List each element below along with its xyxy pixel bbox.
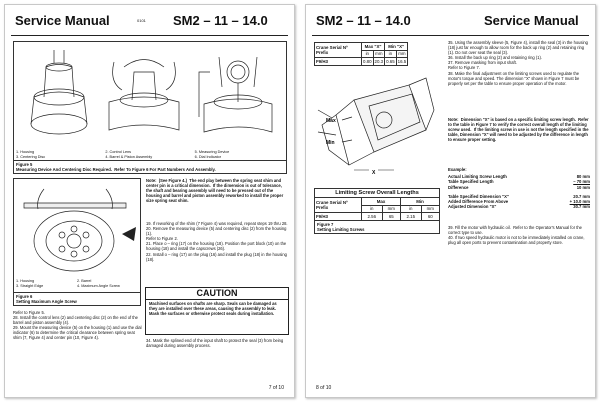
example-row: Difference 10 mm	[448, 185, 590, 190]
dim-table-unit: mm	[372, 49, 386, 59]
dimension-x-note: Note: Dimension "X" is based on a specif…	[448, 117, 590, 143]
left-steps-19-22: 19. If reworking of the shim (7 Figure 4…	[146, 221, 288, 262]
figure-6-legend: 1. Housing 2. Barrel 3. Straight Edge 4.…	[16, 279, 138, 288]
example-label: Added Difference From Above	[448, 199, 509, 205]
right-page-model: SM2 – 11 – 14.0	[316, 13, 411, 28]
example-heading: Example:	[448, 167, 467, 172]
limit-table-unit: in	[361, 204, 383, 214]
example-row: Table Specified Dimension "X" 20.7 mm	[448, 194, 590, 199]
left-header-rule	[11, 35, 288, 36]
right-steps-35-38: 35. Using the assembly sleeve (5, Figure…	[448, 40, 588, 86]
limit-table-group: Min	[399, 197, 441, 206]
x-dimension-label: X	[372, 170, 376, 176]
figure-7-caption: Figure 7 Setting Limiting Screws	[314, 220, 440, 234]
left-doc-code: 0101	[137, 18, 146, 23]
dim-table-corner: Crane Serial Nº Prefix	[314, 41, 362, 59]
figure-6-caption: Figure 6 Setting Maximum Angle Screw	[14, 292, 140, 305]
limit-table-corner: Crane Serial Nº Prefix	[314, 196, 362, 214]
example-label: Difference	[448, 184, 469, 190]
left-page-model: SM2 – 11 – 14.0	[173, 13, 268, 28]
figure-7-illustration: Max Min X	[317, 77, 435, 176]
example-label: Table Specified Dimension "X"	[448, 193, 509, 199]
dim-table-group: Max "X"	[360, 42, 386, 51]
fig6-legend-item: 4. Maximum Angle Screw	[77, 283, 120, 288]
example-value: + 10.0 mm	[569, 199, 590, 205]
example-row: Table Specified Length – 70 mm	[448, 179, 590, 184]
example-label: Table Specified Length	[448, 179, 494, 185]
caution-heading: CAUTION	[146, 288, 288, 300]
left-steps-28-29: Refer to Figure 5. 28. Install the contr…	[13, 310, 142, 341]
dim-table-unit: in	[384, 49, 397, 59]
figure-6-illustration	[23, 188, 136, 272]
fig5-legend-item: 1. Housing	[16, 150, 35, 154]
limit-table-cell: 60	[420, 212, 441, 221]
fig5-legend-item: 5. Measuring Device	[194, 150, 230, 154]
caution-body: Machined surfaces on shafts are sharp. S…	[149, 301, 278, 317]
critical-dimension-note: Note: (See Figure 4.) The end play betwe…	[146, 178, 285, 204]
fig5-legend-item: 6. Dial Indicator	[194, 154, 222, 159]
limit-table-heading: Limiting Screw Overall Lengths	[314, 188, 440, 197]
caution-box: CAUTION Machined surfaces on shafts are …	[145, 287, 289, 335]
dim-table-unit: mm	[395, 49, 409, 59]
right-page-number: 8 of 10	[316, 385, 332, 391]
dim-table-group: Min "X"	[384, 42, 409, 51]
left-page-number: 7 of 10	[268, 385, 284, 391]
dim-table-cell: 0.80	[361, 57, 374, 66]
fig5-legend-item: 2. Control Lens	[105, 150, 132, 154]
figure-5-legend: 1. Housing 2. Control Lens 5. Measuring …	[16, 150, 284, 159]
fig6-legend-item: 1. Housing	[16, 279, 35, 283]
dimension-x-table: Crane Serial Nº Prefix Max "X" Min "X" i…	[314, 41, 409, 66]
example-value: 80 mm	[576, 174, 590, 180]
fig5-legend-item: 3. Centering Disc	[16, 154, 46, 159]
min-label: Min	[326, 140, 335, 146]
left-page-title: Service Manual	[15, 13, 110, 28]
example-block: Example: Actual Limiting Screw Length 80 …	[448, 167, 590, 209]
limit-table-unit: in	[399, 204, 422, 214]
fig6-legend-item: 2. Barrel	[77, 279, 92, 283]
example-label: Actual Limiting Screw Length	[448, 174, 507, 180]
example-row: Actual Limiting Screw Length 80 mm	[448, 174, 590, 179]
figure-6: 1. Housing 2. Barrel 3. Straight Edge 4.…	[13, 178, 141, 306]
fig5-legend-item: 4. Barrel & Piston Assembly	[105, 154, 153, 159]
limit-table-group: Max	[361, 197, 401, 206]
dim-table-cell: 16.5	[395, 57, 409, 66]
limit-table-row-label: F9/H3	[314, 212, 362, 221]
figure-5-illustration	[30, 50, 273, 135]
limit-table-cell: 2.15	[399, 212, 422, 221]
limit-table-cell: 2.56	[361, 212, 383, 221]
example-value: 30.7 mm	[573, 204, 590, 210]
limit-table-cell: 65	[381, 212, 401, 221]
right-steps-39-40: 39. Fill the motor with hydraulic oil. R…	[448, 225, 585, 246]
left-step-34: 34. Mask the splined end of the input sh…	[146, 338, 285, 349]
example-row: Added Difference From Above + 10.0 mm	[448, 199, 590, 204]
max-label: Max	[326, 118, 336, 124]
example-label: Adjusted Dimension "X"	[448, 204, 497, 210]
example-row: Adjusted Dimension "X" 30.7 mm	[448, 204, 590, 209]
limiting-screw-table: Limiting Screw Overall Lengths Crane Ser…	[314, 188, 441, 234]
limit-table-unit: mm	[420, 204, 441, 214]
example-value: 20.7 mm	[573, 193, 590, 199]
right-header-rule	[312, 35, 589, 36]
example-value: – 70 mm	[573, 179, 590, 185]
dim-table-cell: 20.3	[372, 57, 386, 66]
figure-5: 1. Housing 2. Control Lens 5. Measuring …	[13, 41, 287, 174]
right-page: SM2 – 11 – 14.0 Service Manual Crane Ser…	[305, 4, 596, 398]
left-page: Service Manual 0101 SM2 – 11 – 14.0	[4, 4, 295, 398]
figure-5-caption: Figure 5 Measuring Device And Centering …	[14, 160, 286, 173]
dim-table-cell: 0.65	[384, 57, 397, 66]
limit-table-unit: mm	[381, 204, 401, 214]
example-value: 10 mm	[576, 184, 590, 190]
right-page-title: Service Manual	[484, 13, 579, 28]
fig6-legend-item: 3. Straight Edge	[16, 283, 44, 288]
dim-table-row-label: F9/H3	[314, 57, 362, 66]
dim-table-unit: in	[361, 49, 374, 59]
